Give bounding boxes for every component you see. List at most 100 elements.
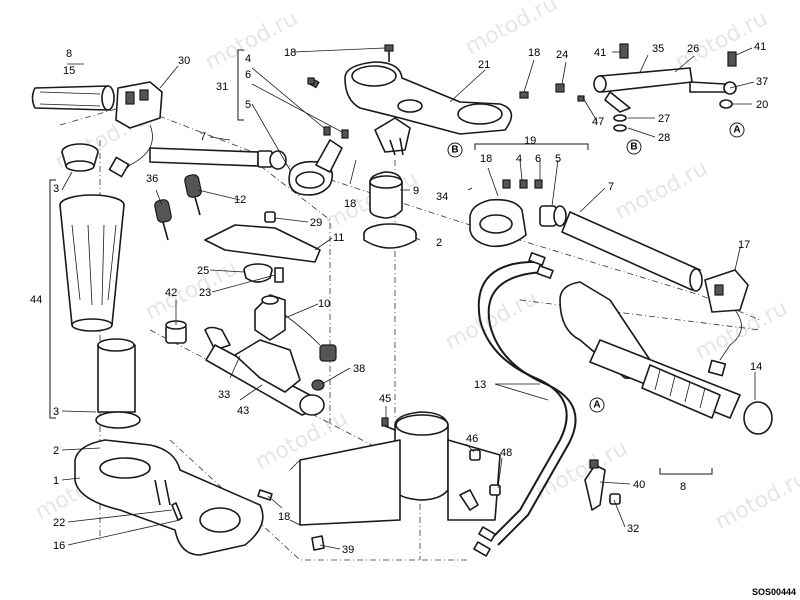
steering-tube-cage [59,194,125,332]
steering-nut-and-cap [363,171,417,249]
callout-46: 46 [466,433,478,445]
callout-4: 4 [245,53,251,65]
ref-markers: B B A A [447,122,745,413]
callout-3: 3 [53,183,59,195]
callout-33: 33 [218,389,230,401]
callout-8: 8 [680,481,686,493]
steering-damper-bracket [204,326,325,416]
bolt-22 [171,502,183,521]
throttle-cables [473,252,577,557]
callout-22: 22 [53,517,65,529]
callout-3: 3 [53,406,59,418]
steering-damper [593,67,737,113]
callout-18: 18 [528,47,540,59]
left-handlebar-tube [149,139,343,196]
throttle-grip-assembly [559,281,773,435]
watermark: motod.ru [141,256,242,325]
left-grip [31,85,115,111]
callout-28: 28 [658,132,670,144]
ignition-keys [154,174,202,241]
right-handlebar-tube [561,211,703,292]
callout-25: 25 [197,265,209,277]
callout-16: 16 [53,540,65,552]
callout-10: 10 [318,298,330,310]
callout-27: 27 [658,113,670,125]
callout-36: 36 [146,173,158,185]
callout-44: 44 [30,294,42,306]
callout-4: 4 [516,153,522,165]
callout-8: 8 [66,48,72,60]
watermark: motod.ru [461,0,562,60]
callout-45: 45 [379,393,391,405]
watermark: motod.ru [711,466,800,535]
callout-42: 42 [165,287,177,299]
callout-7: 7 [608,181,614,193]
callout-39: 39 [342,544,354,556]
callout-labels: 8 15 30 18 4 31 6 5 7 21 18 24 41 35 26 … [30,41,768,556]
leader-lines [49,47,756,550]
clamp-bracket [374,117,411,156]
callout-9: 9 [413,185,419,197]
callout-30: 30 [178,55,190,67]
callout-37: 37 [756,76,768,88]
bolt-45 [381,417,396,431]
callout-29: 29 [310,217,322,229]
callout-40: 40 [633,479,645,491]
watermark: motod.ru [201,6,302,75]
callout-32: 32 [627,523,639,535]
bearing-ring-upper [61,143,99,172]
callout-23: 23 [199,287,211,299]
right-switch-housing [704,269,749,377]
left-switch-housing [108,81,163,178]
callout-35: 35 [652,43,664,55]
watermark: motod.ru [611,156,712,225]
callout-11: 11 [333,232,344,244]
ref-a: A [733,125,740,136]
callout-41: 41 [754,41,766,53]
bolts-46-48 [459,449,501,511]
callout-15: 15 [63,65,75,77]
callout-21: 21 [478,59,490,71]
damper-hardware [555,43,737,132]
callout-38: 38 [353,363,365,375]
callout-34: 34 [436,191,448,203]
callout-2: 2 [53,445,59,457]
callout-18: 18 [480,153,492,165]
callout-47: 47 [592,116,604,128]
ref-a: A [593,400,600,411]
clip-39 [311,535,325,551]
callout-6: 6 [535,153,541,165]
right-handlebar-clamp [469,179,567,248]
callout-13: 13 [474,379,486,391]
callout-43: 43 [237,405,249,417]
bolts-4-6-left [308,77,349,139]
callout-7: 7 [200,131,206,143]
drawing-code: SOS00444 [752,587,796,597]
callout-26: 26 [687,43,699,55]
callout-20: 20 [756,99,768,111]
callout-12: 12 [234,194,246,206]
bearing-ring-lower [95,338,141,429]
bolt-18-lower [257,489,273,501]
callout-5: 5 [245,99,251,111]
cable-bracket-40 [584,459,621,511]
callout-14: 14 [750,361,762,373]
callout-18: 18 [344,198,356,210]
callout-41: 41 [594,47,606,59]
callout-17: 17 [738,239,750,251]
callout-2: 2 [436,237,442,249]
callout-1: 1 [53,475,59,487]
callout-6: 6 [245,69,251,81]
ref-b: B [630,142,637,153]
upper-triple-clamp [344,61,513,135]
lower-triple-clamp [74,439,264,556]
callout-18: 18 [284,47,296,59]
ref-b: B [451,145,458,156]
cover-plate-11 [204,211,321,263]
callout-24: 24 [556,49,568,61]
frame-headstock [289,411,501,526]
callout-5: 5 [555,153,561,165]
plug-38 [311,379,325,391]
immobilizer-antenna [243,263,337,362]
